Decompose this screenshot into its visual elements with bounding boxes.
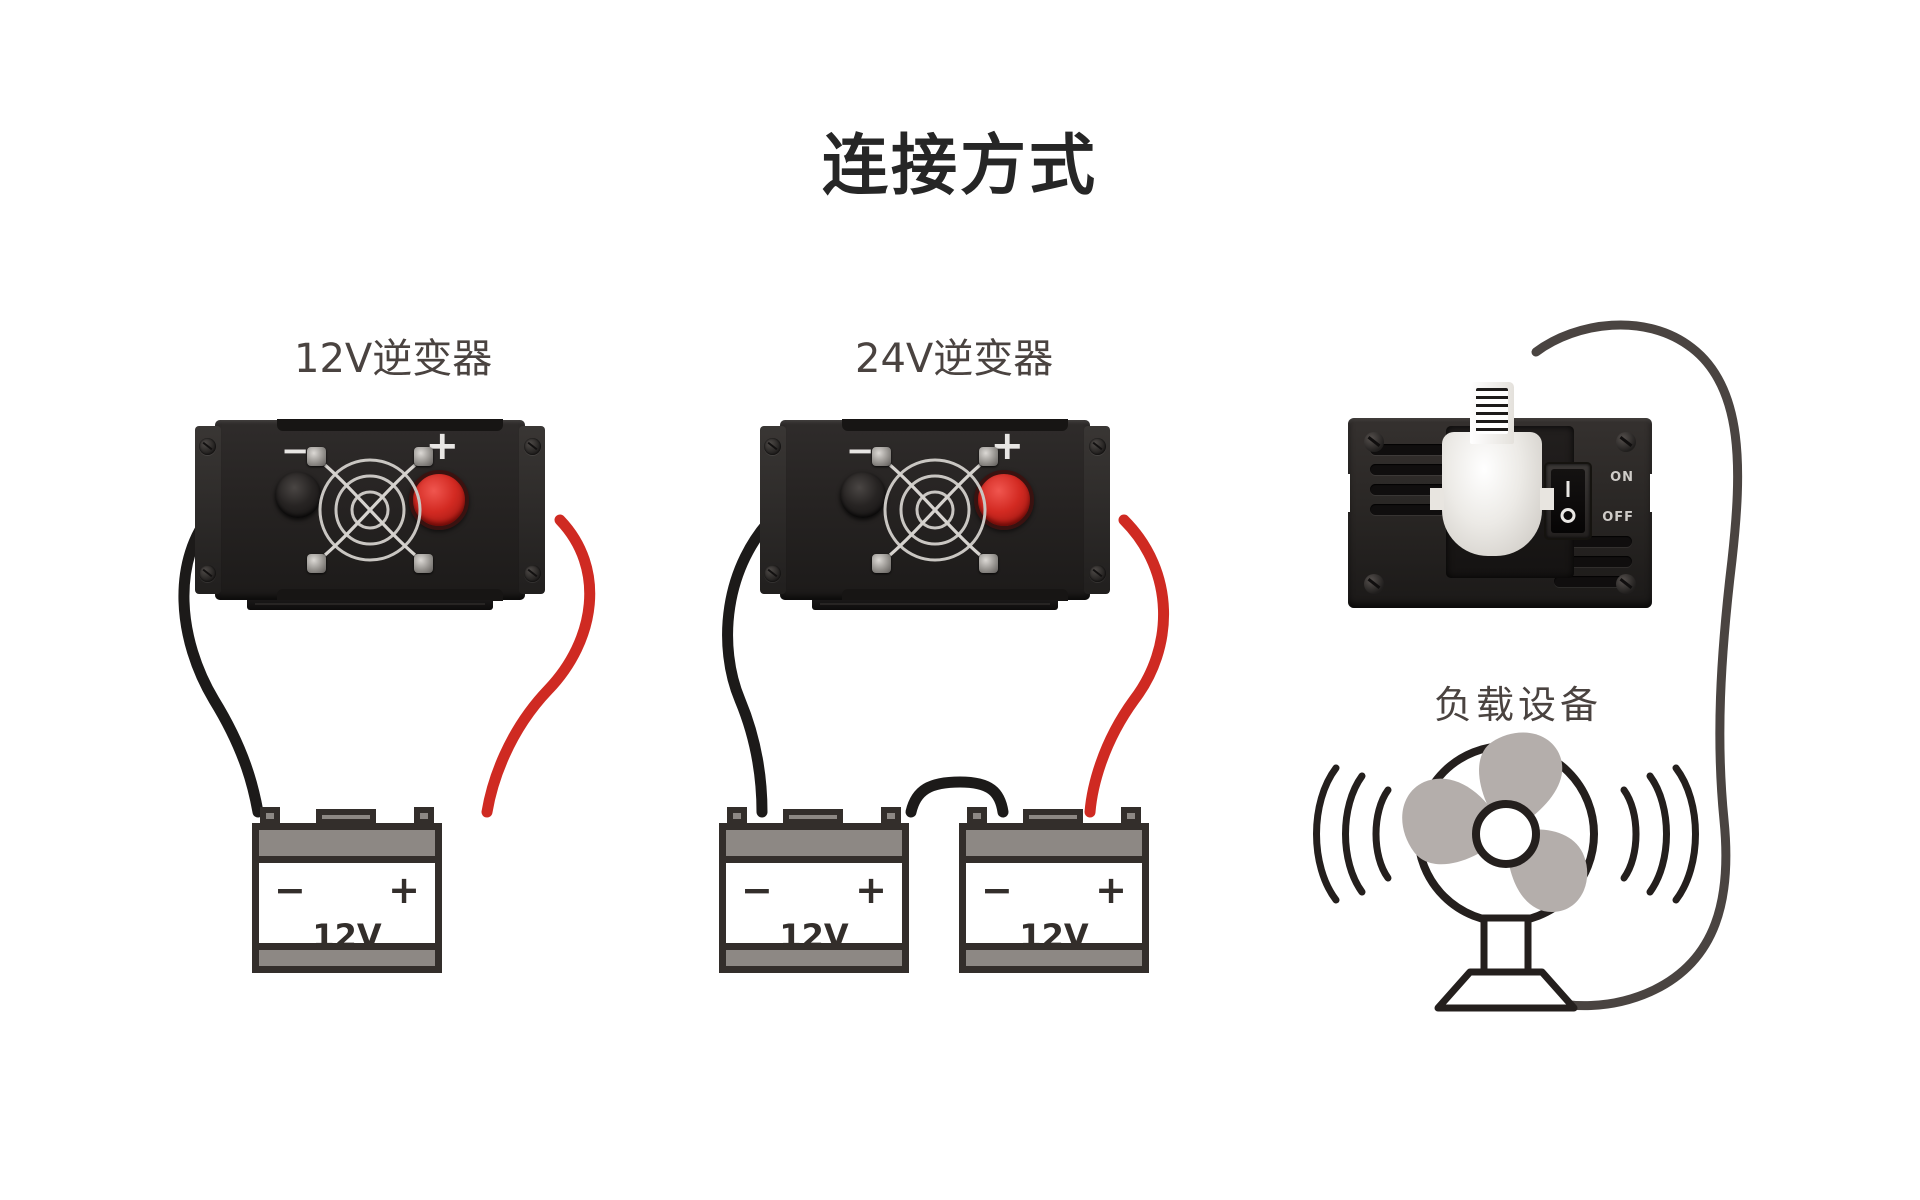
switch-on-symbol-icon	[1566, 481, 1570, 497]
battery-24v-right[interactable]: − + 12V	[955, 805, 1153, 975]
case-screw-top-left	[1364, 432, 1384, 452]
power-plug[interactable]	[1470, 382, 1514, 444]
plug-ribs	[1476, 388, 1508, 434]
case-screw-top-right	[524, 438, 541, 455]
battery-plus-symbol: +	[855, 868, 887, 912]
inverter-24v-negative-mark: −	[846, 431, 875, 471]
battery-positive-post[interactable]	[881, 807, 901, 825]
battery-vent-cap	[316, 809, 376, 825]
fan-wind-arcs-right	[1620, 764, 1699, 904]
case-screw-bottom-left	[199, 565, 216, 582]
switch-off-label: OFF	[1602, 510, 1634, 525]
battery-voltage-label: 12V	[312, 917, 382, 955]
caption-inverter-12v: 12V逆变器	[294, 336, 493, 382]
ac-outlet[interactable]	[1430, 432, 1554, 556]
inverter-12v-body: − +	[215, 419, 525, 601]
battery-plus-symbol: +	[388, 868, 420, 912]
inverter-front-flange-left	[1330, 474, 1350, 512]
page-title: 连接方式	[822, 127, 1098, 204]
battery-top-band	[252, 823, 442, 863]
inverter-24v-negative-terminal[interactable]	[840, 472, 886, 518]
fan-screw-bottom-right	[414, 554, 433, 573]
vent-slot	[1370, 504, 1446, 515]
case-screw-bottom-right	[1616, 574, 1636, 594]
inverter-mount-rail	[247, 600, 493, 610]
caption-inverter-24v: 24V逆变器	[855, 336, 1054, 382]
inverter-front-flange-right	[1650, 474, 1670, 512]
vent-slot	[1370, 484, 1446, 495]
vent-slot	[1370, 444, 1446, 455]
battery-12v-single[interactable]: − + 12V	[248, 805, 446, 975]
case-screw-top-left	[764, 438, 781, 455]
outlet-notch-right	[1430, 488, 1444, 510]
fan-screw-top-right	[414, 447, 433, 466]
inverter-top-notch	[842, 419, 1068, 431]
case-screw-bottom-left	[764, 565, 781, 582]
fan-screw-top-left	[872, 447, 891, 466]
inverter-flange-right	[1084, 426, 1110, 594]
battery-negative-post[interactable]	[967, 807, 987, 825]
inverter-flange-left	[195, 426, 221, 594]
battery-plus-symbol: +	[1095, 868, 1127, 912]
battery-top-band	[719, 823, 909, 863]
battery-positive-post[interactable]	[1121, 807, 1141, 825]
inverter-12v-fan-grille	[307, 447, 433, 573]
fan-screw-bottom-left	[307, 554, 326, 573]
case-screw-bottom-left	[1364, 574, 1384, 594]
vent-slot	[1370, 464, 1446, 475]
battery-positive-post[interactable]	[414, 807, 434, 825]
inverter-24v-body: − +	[780, 419, 1090, 601]
inverter-top-notch	[277, 419, 503, 431]
inverter-12v-negative-terminal[interactable]	[275, 472, 321, 518]
outlet-notch-left	[1540, 488, 1554, 510]
battery-vent-cap	[783, 809, 843, 825]
vent-slot	[1554, 536, 1632, 547]
load-device-fan	[1402, 732, 1598, 1012]
fan-screw-bottom-right	[979, 554, 998, 573]
battery-top-band	[959, 823, 1149, 863]
battery-voltage-label: 12V	[779, 917, 849, 955]
battery-bottom-band	[252, 943, 442, 973]
inverter-bottom-notch	[277, 589, 503, 601]
battery-vent-cap	[1023, 809, 1083, 825]
inverter-front-panel[interactable]: ON OFF	[1330, 382, 1670, 608]
case-screw-bottom-right	[524, 565, 541, 582]
inverter-24v-fan-grille	[872, 447, 998, 573]
inverter-mount-rail	[812, 600, 1058, 610]
switch-off-symbol-icon	[1560, 508, 1576, 523]
inverter-bottom-notch	[842, 589, 1068, 601]
battery-voltage-label: 12V	[1019, 917, 1089, 955]
battery-negative-post[interactable]	[260, 807, 280, 825]
case-screw-top-left	[199, 438, 216, 455]
battery-bottom-band	[719, 943, 909, 973]
fan-screw-top-right	[979, 447, 998, 466]
battery-minus-symbol: −	[741, 868, 773, 912]
inverter-12v[interactable]: − +	[195, 419, 545, 610]
switch-on-label: ON	[1610, 470, 1634, 485]
fan-screw-bottom-left	[872, 554, 891, 573]
inverter-flange-left	[760, 426, 786, 594]
fan-screw-top-left	[307, 447, 326, 466]
power-switch-face	[1551, 469, 1585, 533]
inverter-flange-right	[519, 426, 545, 594]
case-screw-bottom-right	[1089, 565, 1106, 582]
inverter-12v-negative-mark: −	[281, 431, 310, 471]
vent-slot	[1554, 556, 1632, 567]
case-screw-top-right	[1616, 432, 1636, 452]
battery-negative-post[interactable]	[727, 807, 747, 825]
inverter-24v[interactable]: − +	[760, 419, 1110, 610]
fan-wind-arcs-left	[1313, 764, 1392, 904]
vent-slot	[1554, 576, 1632, 587]
caption-load-device: 负载设备	[1434, 683, 1603, 727]
battery-bottom-band	[959, 943, 1149, 973]
battery-minus-symbol: −	[981, 868, 1013, 912]
battery-minus-symbol: −	[274, 868, 306, 912]
battery-24v-left[interactable]: − + 12V	[715, 805, 913, 975]
case-screw-top-right	[1089, 438, 1106, 455]
